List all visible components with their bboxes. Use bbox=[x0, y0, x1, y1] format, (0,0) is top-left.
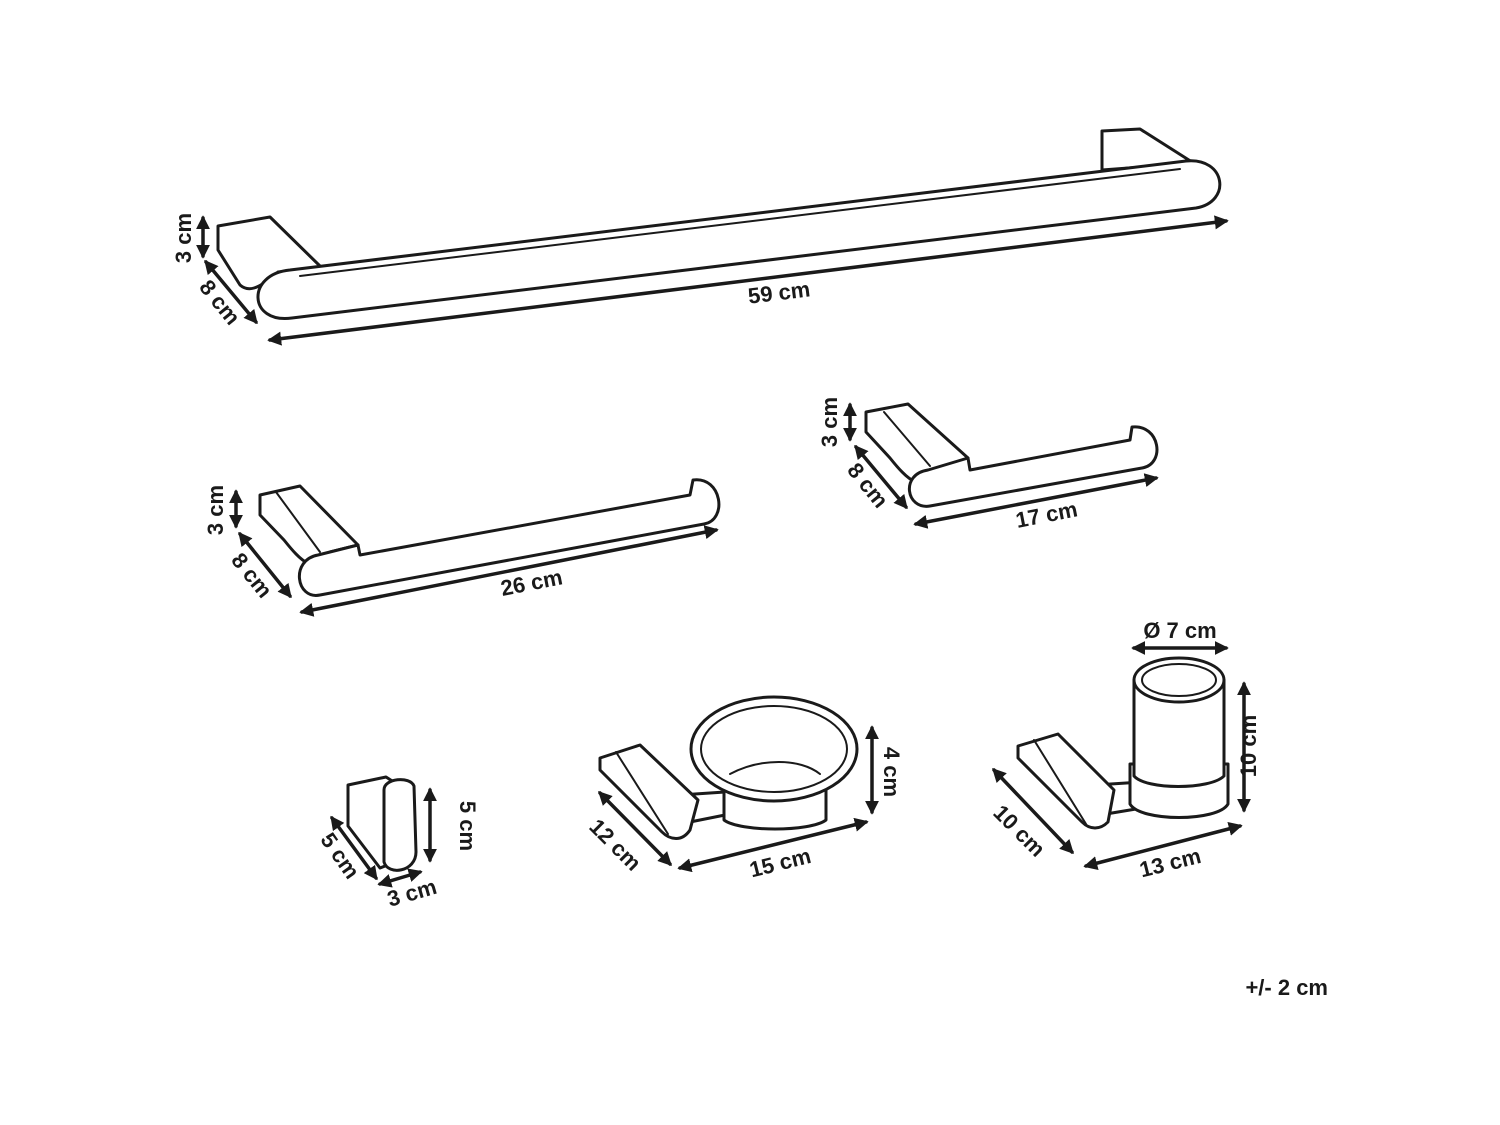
towel-bar-length-arrow bbox=[267, 215, 1229, 346]
tumbler-holder-group: Ø 7 cm 10 cm 10 cm 13 cm bbox=[988, 618, 1261, 882]
towel-ring-height-label: 3 cm bbox=[203, 485, 228, 535]
tumbler-height-label: 10 cm bbox=[1236, 715, 1261, 777]
tumbler-cup bbox=[1132, 678, 1226, 788]
paper-holder-mount-edge bbox=[883, 411, 931, 467]
towel-ring-group: 3 cm 8 cm 26 cm bbox=[203, 478, 721, 617]
soap-dish-bowl-inner bbox=[700, 705, 848, 793]
soap-dish-height-label: 4 cm bbox=[879, 747, 904, 797]
towel-ring-depth-arrow bbox=[238, 531, 292, 599]
soap-dish-depth-arrow bbox=[598, 791, 672, 866]
paper-holder-group: 3 cm 8 cm 17 cm bbox=[817, 397, 1159, 533]
soap-dish-depth-label: 12 cm bbox=[584, 814, 646, 876]
tumbler-cup-rim bbox=[1132, 656, 1226, 704]
towel-bar-height-label: 3 cm bbox=[171, 213, 196, 263]
soap-dish-group: 12 cm 15 cm 4 cm bbox=[584, 695, 904, 882]
tumbler-cup-rim-inner bbox=[1141, 663, 1217, 697]
robe-hook-group: 5 cm 5 cm 3 cm bbox=[316, 775, 480, 912]
soap-dish-bowl bbox=[689, 695, 859, 803]
towel-ring-depth-label: 8 cm bbox=[226, 548, 277, 603]
towel-ring-length-arrow bbox=[299, 525, 719, 617]
paper-holder-depth-arrow bbox=[854, 444, 908, 510]
robe-hook-width-arrow bbox=[377, 868, 423, 888]
tumbler-diameter-label: Ø 7 cm bbox=[1143, 618, 1216, 643]
soap-dish-mount bbox=[598, 743, 700, 840]
tumbler-depth-label: 10 cm bbox=[988, 800, 1050, 862]
tumbler-depth-arrow bbox=[992, 767, 1074, 855]
robe-hook-depth-arrow bbox=[330, 815, 378, 881]
soap-dish-bowl-floor bbox=[729, 761, 821, 775]
soap-dish-width-arrow bbox=[677, 817, 869, 873]
paper-holder-height-label: 3 cm bbox=[817, 397, 842, 447]
towel-bar-depth-arrow bbox=[204, 259, 258, 325]
robe-hook-front bbox=[382, 778, 418, 872]
tumbler-holder-mount bbox=[1016, 732, 1116, 830]
towel-bar-group: 3 cm 8 cm 59 cm bbox=[171, 127, 1229, 346]
robe-hook-height-label: 5 cm bbox=[455, 801, 480, 851]
tumbler-width-arrow bbox=[1083, 822, 1243, 870]
tolerance-note: +/- 2 cm bbox=[1245, 975, 1328, 1000]
paper-holder-length-arrow bbox=[913, 473, 1159, 529]
